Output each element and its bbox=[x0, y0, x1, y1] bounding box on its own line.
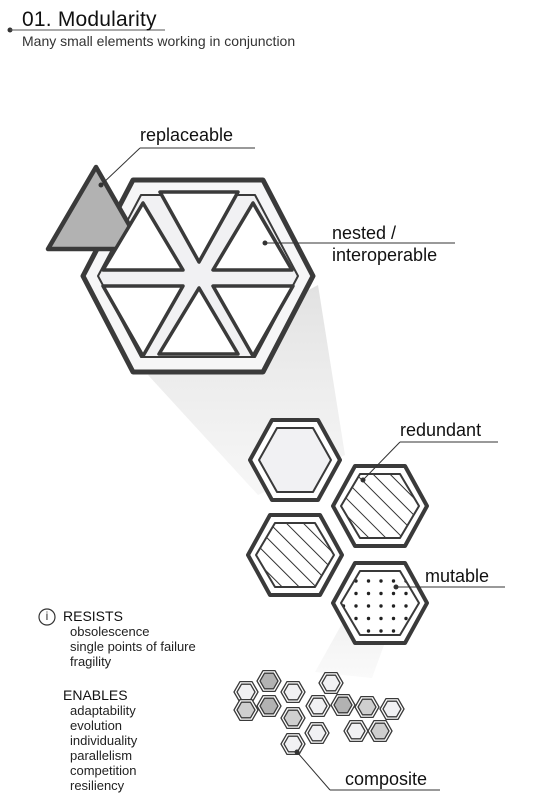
enables-list: ENABLES adaptability evolution individua… bbox=[50, 687, 138, 794]
composite-hexagon-inner bbox=[357, 698, 377, 716]
resists-heading: RESISTS bbox=[63, 608, 123, 624]
composite-hexagon-inner bbox=[236, 701, 256, 719]
composite-hexagon-inner bbox=[283, 735, 303, 753]
enables-item: parallelism bbox=[70, 748, 133, 763]
label-composite: composite bbox=[345, 769, 428, 789]
composite-hexagon-inner bbox=[283, 709, 303, 727]
enables-item: individuality bbox=[70, 733, 138, 748]
enables-item: adaptability bbox=[70, 703, 136, 718]
triangle-nested bbox=[211, 201, 294, 272]
page-title: 01. Modularity bbox=[22, 8, 157, 31]
medium-hexagons bbox=[246, 418, 429, 645]
info-icon bbox=[38, 608, 56, 626]
label-replaceable: replaceable bbox=[140, 125, 234, 145]
composite-hexagon-inner bbox=[346, 722, 366, 740]
empty-slot-triangle bbox=[101, 201, 185, 272]
composite-hexagon-inner bbox=[259, 672, 279, 690]
info-icon-glyph: i bbox=[45, 609, 49, 623]
composite-hexagon-inner bbox=[283, 683, 303, 701]
composite-hexagon-inner bbox=[236, 683, 256, 701]
composite-hexagon-inner bbox=[382, 700, 402, 718]
triangle-top bbox=[158, 190, 240, 264]
enables-item: competition bbox=[70, 763, 137, 778]
resists-list: RESISTS obsolescence single points of fa… bbox=[50, 608, 196, 670]
label-mutable: mutable bbox=[425, 566, 490, 586]
page-subtitle: Many small elements working in conjuncti… bbox=[22, 33, 296, 49]
composite-hexagon-inner bbox=[308, 697, 328, 715]
nested-triangles bbox=[101, 190, 295, 358]
composite-hexagon-inner bbox=[259, 697, 279, 715]
enables-item: evolution bbox=[70, 718, 123, 733]
composite-cluster bbox=[233, 669, 405, 756]
label-interoperable: interoperable bbox=[332, 245, 438, 265]
label-redundant: redundant bbox=[400, 420, 482, 440]
composite-hexagon-inner bbox=[370, 722, 390, 740]
composite-hexagon-inner bbox=[307, 724, 327, 742]
replaceable-triangle bbox=[45, 164, 146, 252]
composite-hexagon-inner bbox=[321, 674, 341, 692]
resists-item: obsolescence bbox=[70, 624, 150, 639]
enables-item: resiliency bbox=[70, 778, 125, 793]
enables-heading: ENABLES bbox=[63, 687, 128, 703]
composite-hexagon-inner bbox=[333, 696, 353, 714]
resists-item: fragility bbox=[70, 654, 112, 669]
label-nested: nested / bbox=[332, 223, 397, 243]
resists-item: single points of failure bbox=[70, 639, 196, 654]
